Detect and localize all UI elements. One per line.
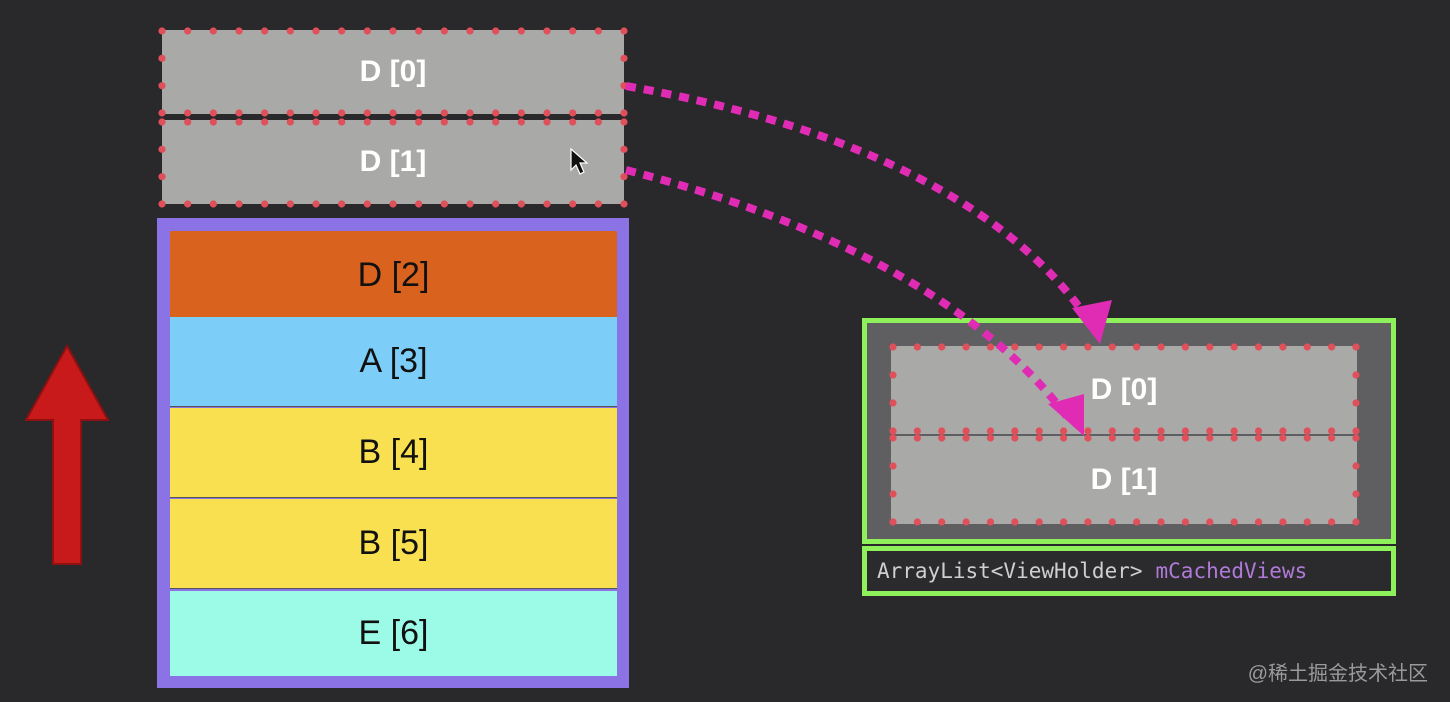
cached-view-0-label: D [0] [1090,373,1158,406]
detached-view-1-label: D [1] [359,145,427,178]
list-item-5: B [5] [170,499,617,589]
cached-view-1: D [1] [891,436,1357,524]
list-item-3-label: A [3] [359,342,428,380]
detached-view-0-label: D [0] [359,55,427,88]
cached-view-1-label: D [1] [1090,463,1158,496]
cached-views-caption: ArrayList<ViewHolder> mCachedViews [862,546,1396,596]
detached-view-0: D [0] [162,30,624,114]
detached-view-1: D [1] [162,120,624,204]
cached-views-name: mCachedViews [1155,559,1308,583]
list-item-6-label: E [6] [358,614,429,652]
list-item-4: B [4] [170,408,617,498]
cached-view-0: D [0] [891,346,1357,434]
cached-views-type: ArrayList<ViewHolder> [877,559,1143,583]
arrow-up-icon [24,344,110,565]
list-item-2: D [2] [170,231,617,321]
move-arrow-d0 [625,82,1094,325]
list-item-4-label: B [4] [358,433,429,471]
list-item-5-label: B [5] [358,524,429,562]
list-item-6: E [6] [170,591,617,676]
list-item-2-label: D [2] [357,256,430,294]
list-item-3: A [3] [170,317,617,407]
watermark: @稀土掘金技术社区 [1247,663,1428,685]
